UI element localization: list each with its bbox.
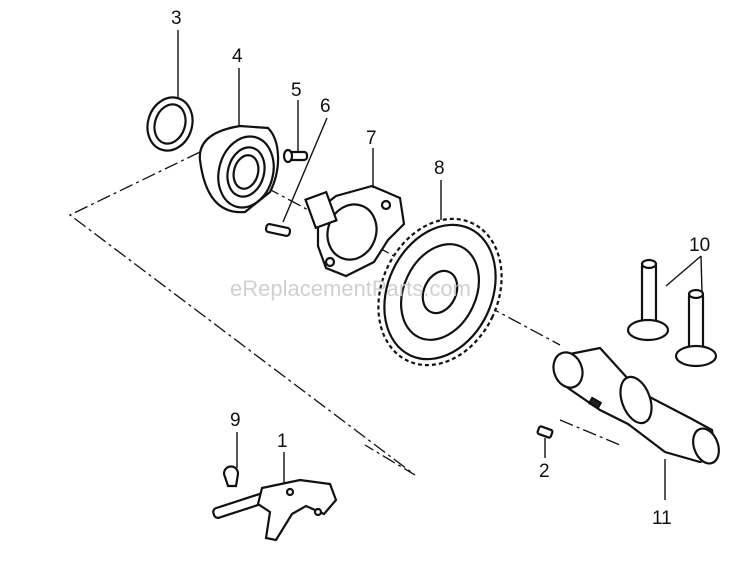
seal-ring bbox=[146, 96, 194, 152]
callout-2: 2 bbox=[539, 461, 550, 482]
callout-4: 4 bbox=[232, 46, 243, 67]
valve-tappet-right bbox=[674, 288, 718, 368]
cam-gear bbox=[377, 217, 503, 367]
callout-3: 3 bbox=[171, 8, 182, 29]
callout-8: 8 bbox=[434, 158, 445, 179]
camshaft bbox=[552, 346, 720, 465]
dowel-pin bbox=[264, 223, 292, 237]
leader-lines bbox=[177, 30, 703, 500]
valve-tappet-left bbox=[626, 258, 670, 342]
callout-6: 6 bbox=[320, 96, 331, 117]
retaining-clip bbox=[222, 465, 240, 488]
watermark-text: eReplacementParts.com bbox=[230, 276, 471, 301]
cam-flange bbox=[304, 184, 406, 278]
bearing-housing bbox=[198, 124, 280, 214]
callout-7: 7 bbox=[366, 128, 377, 149]
governor-shaft bbox=[212, 478, 338, 542]
bolt-small bbox=[282, 148, 309, 164]
callout-1: 1 bbox=[277, 431, 288, 452]
callout-11: 11 bbox=[652, 508, 672, 529]
callout-9: 9 bbox=[230, 410, 241, 431]
callout-5: 5 bbox=[291, 80, 302, 101]
callout-10: 10 bbox=[689, 235, 710, 256]
woodruff-key bbox=[536, 425, 554, 439]
